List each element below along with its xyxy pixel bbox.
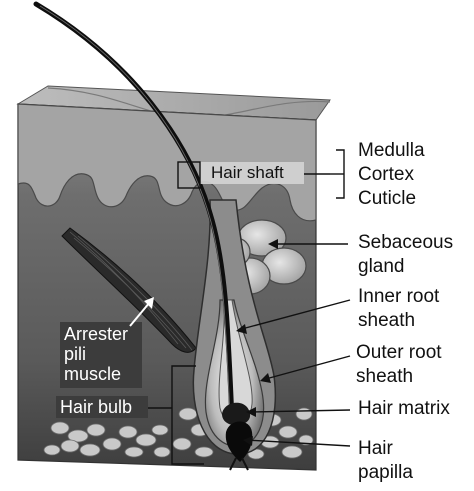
outer-root-sheath-label-line2: sheath	[356, 366, 414, 387]
cortex-label: Cortex	[358, 164, 414, 185]
arrester-label-line2: pili	[64, 344, 87, 364]
cuticle-label: Cuticle	[358, 188, 417, 209]
hair-papilla	[225, 421, 253, 462]
subcutaneous-fat	[43, 407, 314, 460]
hair-bulb-label: Hair bulb	[60, 397, 133, 417]
hair-bulb-label-box	[56, 396, 148, 418]
hair-shaft-label: Hair shaft	[211, 163, 284, 182]
papilla-stalk	[229, 457, 249, 471]
sebaceous-gland-label-line1: Sebaceous	[358, 232, 454, 253]
hair-shaft-label-box	[200, 162, 304, 184]
inner-root-sheath-label-line2: sheath	[358, 310, 416, 331]
medulla-label: Medulla	[358, 140, 425, 161]
hair-shaft-highlight	[39, 5, 231, 417]
hair-shaft-callout-box	[177, 161, 201, 189]
hair-papilla-label-line2: papilla	[358, 462, 413, 483]
hair-bulb-bracket	[148, 365, 204, 465]
hair-matrix	[222, 402, 251, 426]
leader-arrowheads	[236, 239, 278, 446]
inner-root-sheath-label-line1: Inner root	[358, 286, 440, 307]
arrester-label-box	[60, 322, 142, 388]
sebaceous-gland-label-line2: gland	[358, 256, 405, 277]
arrester-label-line1: Arrester	[64, 324, 129, 344]
epidermis-layer	[17, 103, 317, 222]
muscle-fibers	[69, 231, 193, 351]
leader-lines	[237, 149, 351, 447]
outer-root-sheath-label-line1: Outer root	[356, 342, 442, 363]
hair-matrix-label: Hair matrix	[358, 398, 450, 419]
hair-papilla-label-line1: Hair	[358, 438, 393, 459]
muscle-arrow	[129, 297, 154, 327]
arrester-label-line3: muscle	[64, 364, 122, 384]
